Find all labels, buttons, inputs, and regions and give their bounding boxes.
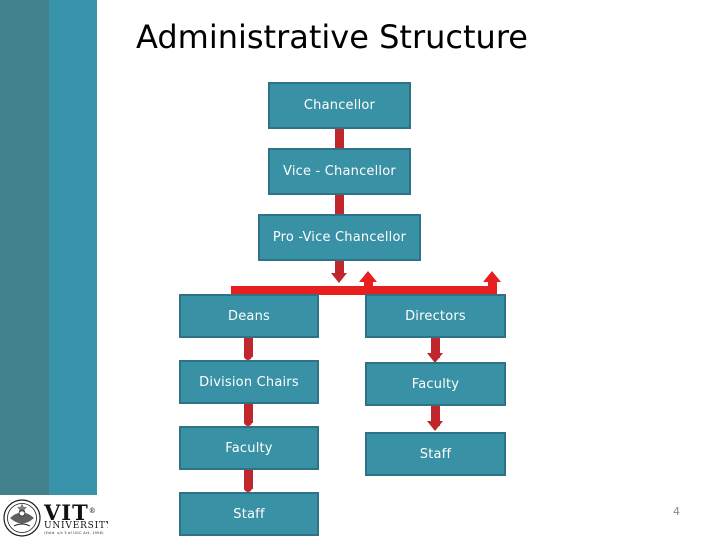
branch-stem-middle <box>364 281 373 295</box>
connector-endpoint-dot <box>244 352 252 360</box>
vit-university-logo: VIT® UNIVERSITY (Estd. u/s 3 of UGC Act,… <box>0 495 108 540</box>
vit-university-seal-icon <box>2 498 42 538</box>
logo-wordmark-block: VIT® UNIVERSITY (Estd. u/s 3 of UGC Act,… <box>44 500 108 536</box>
page-title: Administrative Structure <box>136 18 528 56</box>
logo-tagline: (Estd. u/s 3 of UGC Act, 1956) <box>44 530 104 535</box>
logo-subtitle: UNIVERSITY <box>44 520 108 531</box>
connector-deans-to-division-chairs <box>244 338 253 357</box>
org-node-pro-vice-chancellor[interactable]: Pro -Vice Chancellor <box>258 214 421 261</box>
org-node-deans[interactable]: Deans <box>179 294 319 338</box>
org-node-division-chairs[interactable]: Division Chairs <box>179 360 319 404</box>
connector-division-chairs-to-faculty <box>244 404 253 423</box>
page-number: 4 <box>673 505 680 518</box>
connector-faculty-to-staff-right <box>431 406 440 426</box>
connector-directors-to-faculty <box>431 338 440 358</box>
sidebar-band-dark <box>0 0 49 540</box>
org-node-chancellor[interactable]: Chancellor <box>268 82 411 129</box>
sidebar-band-light <box>49 0 97 497</box>
connector-endpoint-dot <box>244 418 252 426</box>
connector-chancellor-to-vice-chancellor <box>335 129 344 148</box>
branch-stem-left <box>231 286 240 296</box>
connector-faculty-to-staff-left <box>244 470 253 489</box>
org-node-staff-left[interactable]: Staff <box>179 492 319 536</box>
org-node-faculty-left[interactable]: Faculty <box>179 426 319 470</box>
arrow-up-icon <box>483 271 501 282</box>
org-node-vice-chancellor[interactable]: Vice - Chancellor <box>268 148 411 195</box>
org-node-faculty-right[interactable]: Faculty <box>365 362 506 406</box>
org-node-directors[interactable]: Directors <box>365 294 506 338</box>
logo-registered-icon: ® <box>88 507 97 516</box>
connector-endpoint-dot <box>244 484 252 492</box>
connector-pro-vice-chancellor-stem <box>335 261 344 275</box>
arrow-down-icon <box>331 273 347 283</box>
logo-wordmark: VIT <box>44 499 89 525</box>
org-node-staff-right[interactable]: Staff <box>365 432 506 476</box>
arrow-up-icon <box>359 271 377 282</box>
branch-stem-right <box>488 281 497 295</box>
connector-vice-chancellor-to-pro-vice-chancellor <box>335 195 344 214</box>
arrow-down-icon <box>427 353 443 363</box>
arrow-down-icon <box>427 421 443 431</box>
